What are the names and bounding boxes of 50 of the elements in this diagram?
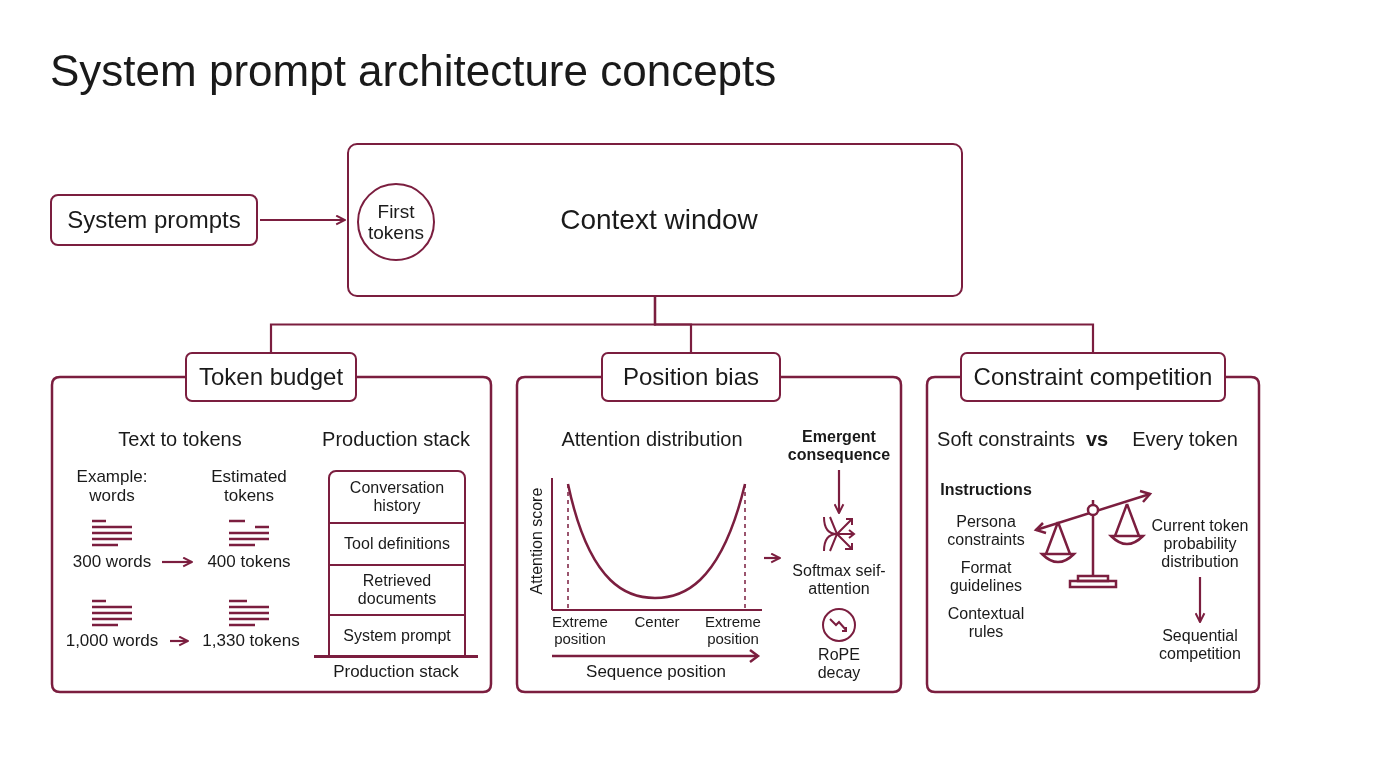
arrow [162, 556, 193, 568]
heading-tab: Constraint competition [960, 352, 1226, 402]
arrow [764, 552, 781, 564]
connector-line [653, 297, 1095, 352]
stack-layer: Tool definitions [328, 522, 466, 566]
stack-layer: Conversation history [328, 470, 466, 524]
page-title: System prompt architecture concepts [50, 46, 778, 97]
tick-label: Extreme position [704, 614, 762, 648]
list-heading: Instructions [939, 481, 1033, 499]
heading-tab: Position bias [601, 352, 781, 402]
column-heading: Estimated tokens [210, 467, 288, 506]
flow-text: Emergent consequence [782, 424, 896, 468]
arrow [833, 470, 845, 514]
arrow [1194, 577, 1206, 623]
flow-text: 400 tokens [194, 550, 304, 574]
flow-text: 1,000 words [56, 629, 168, 653]
section-heading: Text to tokens [117, 428, 243, 451]
attention-curve-chart [550, 478, 762, 612]
flow-text: Sequential competition [1141, 624, 1259, 666]
token-circle: First tokens [357, 183, 435, 261]
tick-label: Center [633, 614, 681, 631]
list-item: Persona constraints [946, 513, 1026, 549]
tick-label: Extreme position [551, 614, 609, 648]
process-box: System prompts [50, 194, 258, 246]
section-heading: Production stack [321, 428, 471, 451]
heading-tab: Token budget [185, 352, 357, 402]
arrow [170, 635, 189, 647]
flow-text: 1,330 tokens [190, 629, 312, 653]
stack-caption: Production stack [332, 662, 460, 682]
flow-text: Current token probability distribution [1141, 513, 1259, 575]
panel [50, 352, 493, 694]
flow-text: 300 words [64, 550, 160, 574]
stack-layer: Retrieved documents [328, 564, 466, 616]
axis-label: Attention score [528, 486, 546, 597]
context-window-box [347, 143, 963, 297]
arrow [260, 214, 346, 226]
comparison-label: vs [1084, 428, 1110, 451]
window-title: Context window [559, 203, 759, 238]
list-item: Format guidelines [948, 559, 1024, 595]
panel [515, 352, 903, 694]
panel [925, 352, 1261, 694]
section-heading: Attention distribution [560, 428, 744, 451]
icon-caption: RoPE decay [816, 646, 862, 682]
column-heading: Every token [1131, 428, 1239, 451]
column-heading: Example: words [75, 467, 149, 506]
column-heading: Soft constraints [936, 428, 1076, 451]
list-item: Contextual rules [946, 605, 1026, 641]
stack-layer: System prompt [328, 614, 466, 658]
axis-label: Sequence position [585, 662, 727, 682]
mechanism-caption: Softmax seif-attention [791, 561, 887, 599]
